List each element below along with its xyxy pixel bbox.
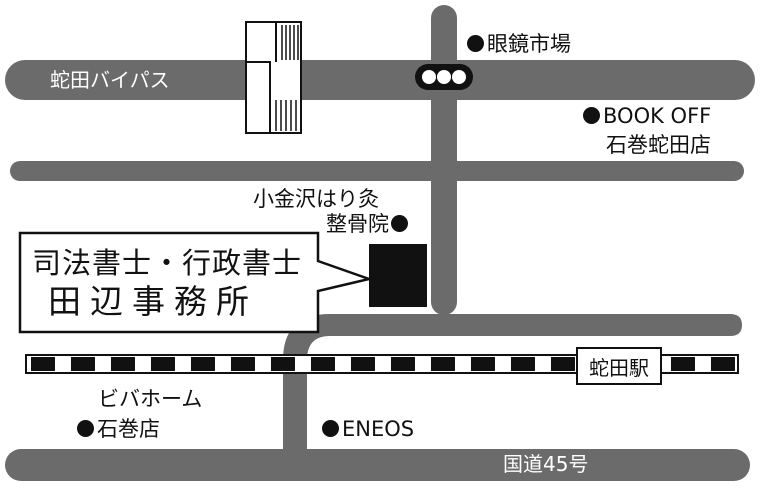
bullet-icon [77,420,94,437]
stairs-overpass-icon [245,21,302,134]
road-label-national: 国道45号 [503,452,589,476]
railway-line [25,354,739,374]
rail-tie [511,357,535,371]
rail-tie [711,357,735,371]
road-network [5,5,755,481]
bullet-icon [467,35,484,52]
bullet-icon [583,107,600,124]
bullet-icon [322,420,339,437]
rail-tie [71,357,95,371]
rail-tie [671,357,695,371]
office-building-marker [369,244,427,307]
landmark-eneos-label: ENEOS [342,417,415,441]
landmark-bibahome-label-1: ビバホーム [98,387,203,411]
office-title-line2: 田辺事務所 [48,282,258,321]
bullet-icon [391,215,408,232]
rail-tie [111,357,135,371]
traffic-light-icon [415,64,473,90]
rail-tie [351,357,375,371]
rail-tie [151,357,175,371]
road-national [5,449,750,481]
rail-tie [311,357,335,371]
rail-tie [551,357,575,371]
road-label-bypass: 蛇田バイパス [50,68,170,92]
rail-tie [431,357,455,371]
landmark-megane: 眼鏡市場 [467,34,571,55]
landmark-bookoff-label-1: BOOK OFF [603,104,712,128]
office-title-line1: 司法書士・行政書士 [32,246,303,280]
station-box: 蛇田駅 [576,347,662,385]
rail-tie [31,357,55,371]
landmark-seikotsu: 整骨院 [326,214,408,235]
rail-tie [391,357,415,371]
office-callout-box [18,231,374,334]
landmark-eneos: ENEOS [322,419,414,440]
landmark-bibahome-label-2: 石巻店 [97,417,160,441]
landmark-bookoff: BOOK OFF [583,106,711,127]
road-middle [10,161,744,181]
road-vertical [431,5,457,315]
rail-tie [271,357,295,371]
landmark-megane-label: 眼鏡市場 [487,32,571,56]
rail-tie [471,357,495,371]
landmark-bookoff-label-2: 石巻蛇田店 [606,133,711,157]
station-name: 蛇田駅 [589,355,649,380]
road-bypass [5,60,755,100]
rail-tie [191,357,215,371]
landmark-bibahome: 石巻店 [77,419,160,440]
rail-tie [231,357,255,371]
landmark-seikotsu-label-2: 整骨院 [326,212,389,236]
road-station-curve [283,314,742,453]
landmark-seikotsu-label-1: 小金沢はり灸 [253,187,379,211]
